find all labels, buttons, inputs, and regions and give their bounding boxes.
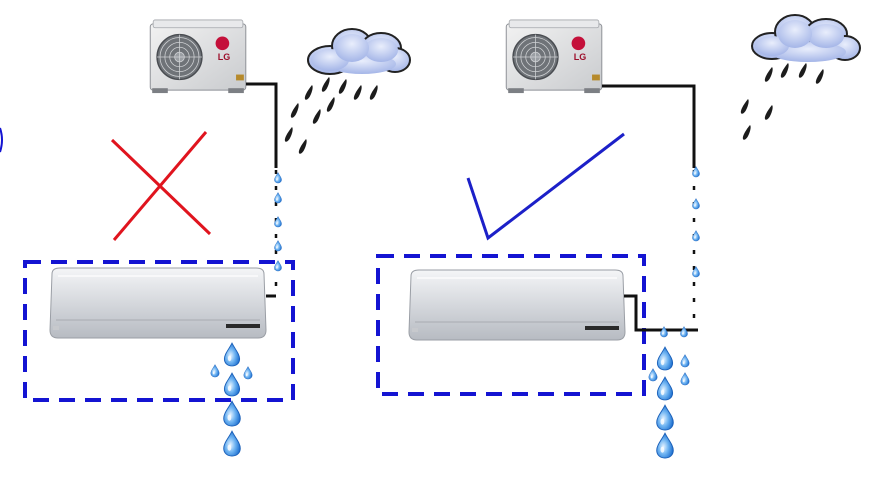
rain-icon (740, 63, 824, 140)
panel-incorrect: LG (23, 19, 411, 457)
highlight-frame (376, 254, 646, 396)
draining-water-drops (648, 346, 690, 459)
highlight-frame (23, 260, 295, 402)
rain-icon (284, 77, 378, 154)
outdoor-unit-brand: LG (218, 52, 231, 62)
cross-mark (110, 131, 212, 241)
check-mark (466, 132, 625, 241)
drain-pipe (246, 82, 278, 298)
outdoor-unit: LG (149, 19, 247, 94)
indoor-unit (49, 267, 267, 339)
cloud-icon (751, 14, 861, 62)
edge-fragment (0, 127, 3, 153)
outdoor-unit: LG (505, 19, 603, 94)
panel-correct: LG (376, 14, 861, 459)
indoor-unit (408, 269, 626, 341)
outdoor-unit-brand: LG (574, 52, 587, 62)
drain-pipe (602, 84, 698, 332)
cloud-icon (307, 28, 411, 75)
